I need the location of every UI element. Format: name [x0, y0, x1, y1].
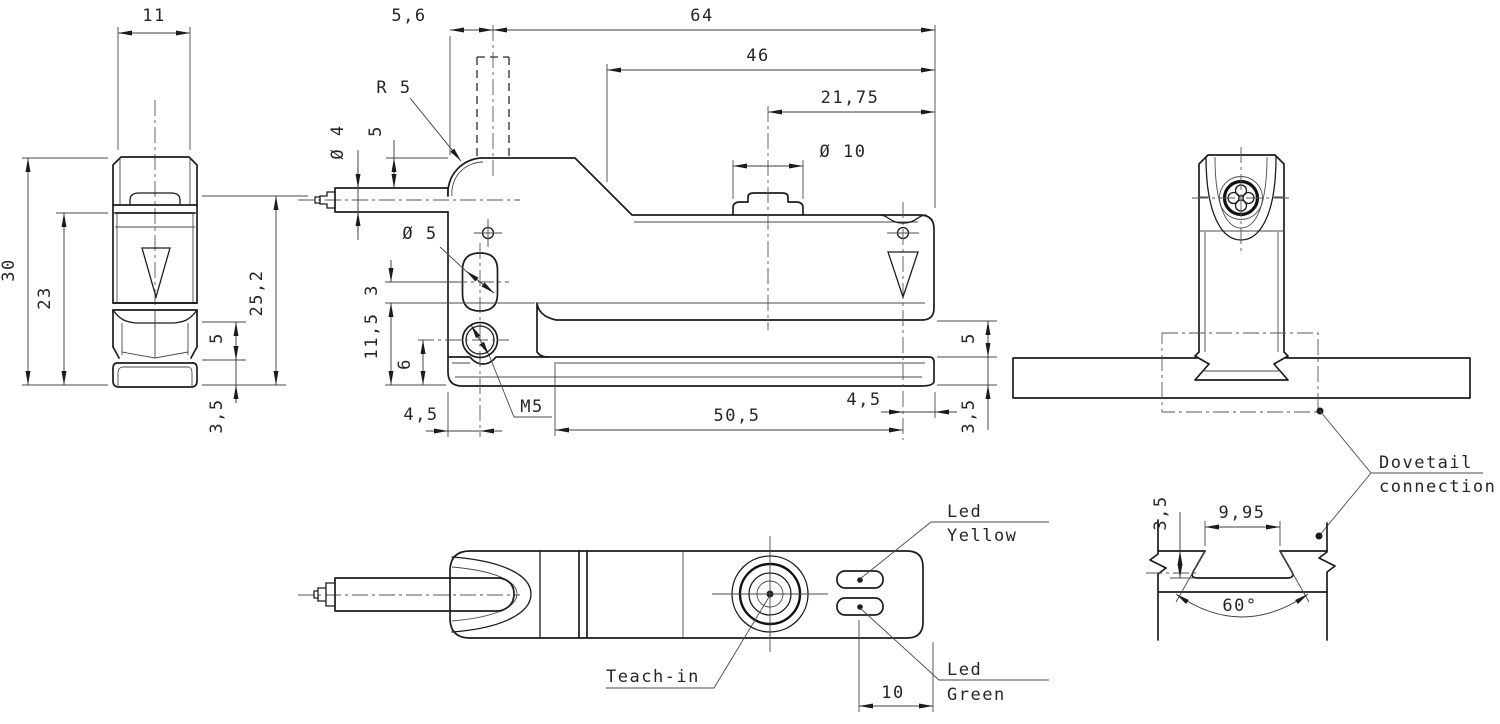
mounting-plate [1012, 357, 1471, 399]
dim-front-height-23: 23 [35, 286, 55, 309]
top-view: Teach-in Led Yellow Led Green 10 [298, 502, 1049, 712]
label-dovetail-1: Dovetail [1379, 453, 1473, 473]
dim-side-offset-5-6: 5,6 [391, 6, 426, 26]
side-view: 5,6 64 46 21,75 Ø 10 R 5 Ø 4 5 Ø 5 3 11,… [298, 6, 997, 440]
dim-front-height-25-2: 25,2 [247, 270, 267, 317]
dovetail-foot [1194, 351, 1289, 381]
dim-front-height-total: 30 [0, 258, 19, 281]
dim-side-slot-gap: 5 [959, 332, 979, 344]
dim-side-offset-left: 4,5 [403, 405, 438, 425]
dim-detail-groove-depth: 3,5 [1151, 495, 1171, 530]
pilot-hole [474, 219, 502, 247]
label-teach-in: Teach-in [606, 667, 700, 687]
dim-side-length-21-75: 21,75 [821, 88, 880, 108]
m5-thread-hole [418, 321, 509, 359]
dim-side-offset-right: 4,5 [846, 390, 881, 410]
detail-marker-box [1161, 332, 1319, 413]
dim-side-3: 3 [362, 284, 382, 296]
dim-top-led-offset: 10 [881, 683, 904, 703]
orientation-triangle [141, 247, 171, 300]
dim-side-6: 6 [395, 358, 415, 370]
dim-side-arm-thickness: 3,5 [959, 398, 979, 433]
label-led-yellow-2: Yellow [947, 526, 1017, 546]
mounting-view: Dovetail connection [1012, 147, 1496, 537]
end-hole [879, 202, 927, 440]
teach-button[interactable] [712, 536, 828, 652]
hidden-post [476, 25, 510, 178]
dim-front-arm-thickness: 3,5 [207, 398, 227, 433]
dim-detail-groove-width: 9,95 [1219, 503, 1266, 523]
front-view: 11 30 23 25,2 5 3,5 [0, 6, 308, 434]
led-yellow-indicator [836, 570, 884, 589]
dim-side-cable-offset: 5 [366, 125, 386, 137]
dim-side-cable-dia: Ø 4 [328, 124, 348, 159]
connector [1192, 147, 1290, 252]
dim-side-11-5: 11,5 [362, 313, 382, 360]
dovetail-detail-view: 3,5 9,95 60° [1146, 495, 1336, 641]
dim-front-slot-gap: 5 [207, 332, 227, 344]
label-led-yellow-1: Led [947, 502, 982, 522]
dim-detail-groove-angle: 60° [1222, 596, 1257, 616]
led-green-indicator [836, 597, 884, 616]
dim-side-slot-hole-dia: Ø 5 [402, 224, 437, 244]
cable-connector [298, 187, 520, 213]
dim-side-boss-dia: Ø 10 [820, 142, 867, 162]
label-dovetail-2: connection [1379, 477, 1496, 497]
dim-side-length-50-5: 50,5 [714, 406, 761, 426]
dim-side-length-46: 46 [746, 46, 769, 66]
dim-side-thread: M5 [520, 397, 543, 417]
dim-side-corner-radius: R 5 [376, 78, 411, 98]
label-led-green-2: Green [947, 685, 1006, 705]
mounting-boss [732, 106, 804, 330]
dim-front-width: 11 [142, 6, 165, 26]
label-led-green-1: Led [947, 660, 982, 680]
dim-side-length-total: 64 [690, 6, 713, 26]
